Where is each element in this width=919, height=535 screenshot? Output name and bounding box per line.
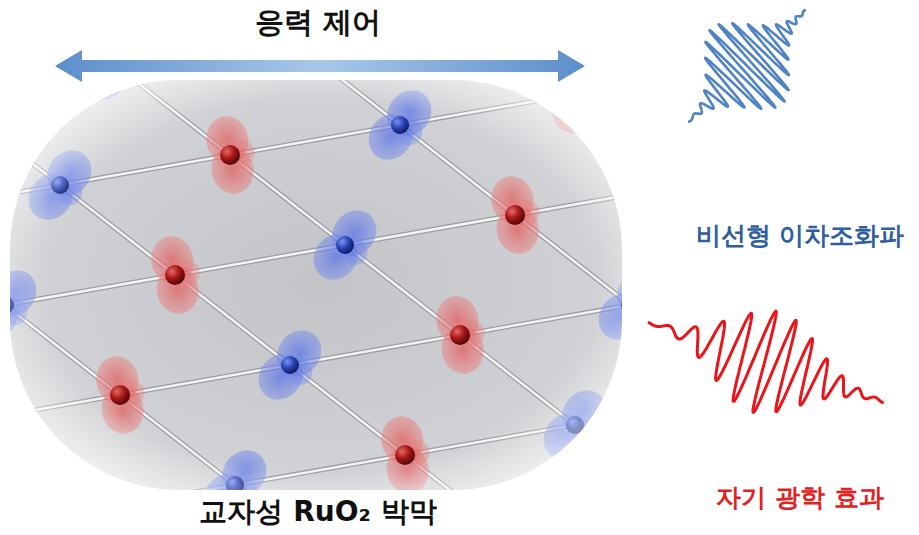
atom-sphere <box>560 85 580 105</box>
bond-shadow <box>10 80 622 490</box>
lattice-ground <box>10 80 622 490</box>
shg-wave <box>688 10 806 122</box>
orbital-cloud <box>38 472 97 490</box>
bond-line <box>10 80 622 490</box>
orbital-lobe <box>543 80 593 108</box>
strain-control-label: 응력 제어 <box>255 6 381 39</box>
orbital-lobe <box>38 473 88 490</box>
lattice-bonds <box>10 80 622 490</box>
bond-shadow <box>10 80 622 490</box>
strain-arrow <box>55 50 585 82</box>
magneto-optic-label: 자기 광학 효과 <box>716 484 883 513</box>
lattice-region <box>10 80 622 490</box>
bond-line <box>10 80 622 490</box>
red-site <box>38 472 97 490</box>
bond-shadow <box>10 80 622 490</box>
magneto-optic-wave <box>648 311 884 412</box>
vignette <box>10 80 622 490</box>
orbital-lobe <box>561 80 597 110</box>
film-label: 교자성 RuO₂ 박막 <box>199 496 436 528</box>
shg-label: 비선형 이차조화파 <box>696 222 905 251</box>
lattice-atoms <box>10 80 622 490</box>
bond-line <box>10 80 622 490</box>
